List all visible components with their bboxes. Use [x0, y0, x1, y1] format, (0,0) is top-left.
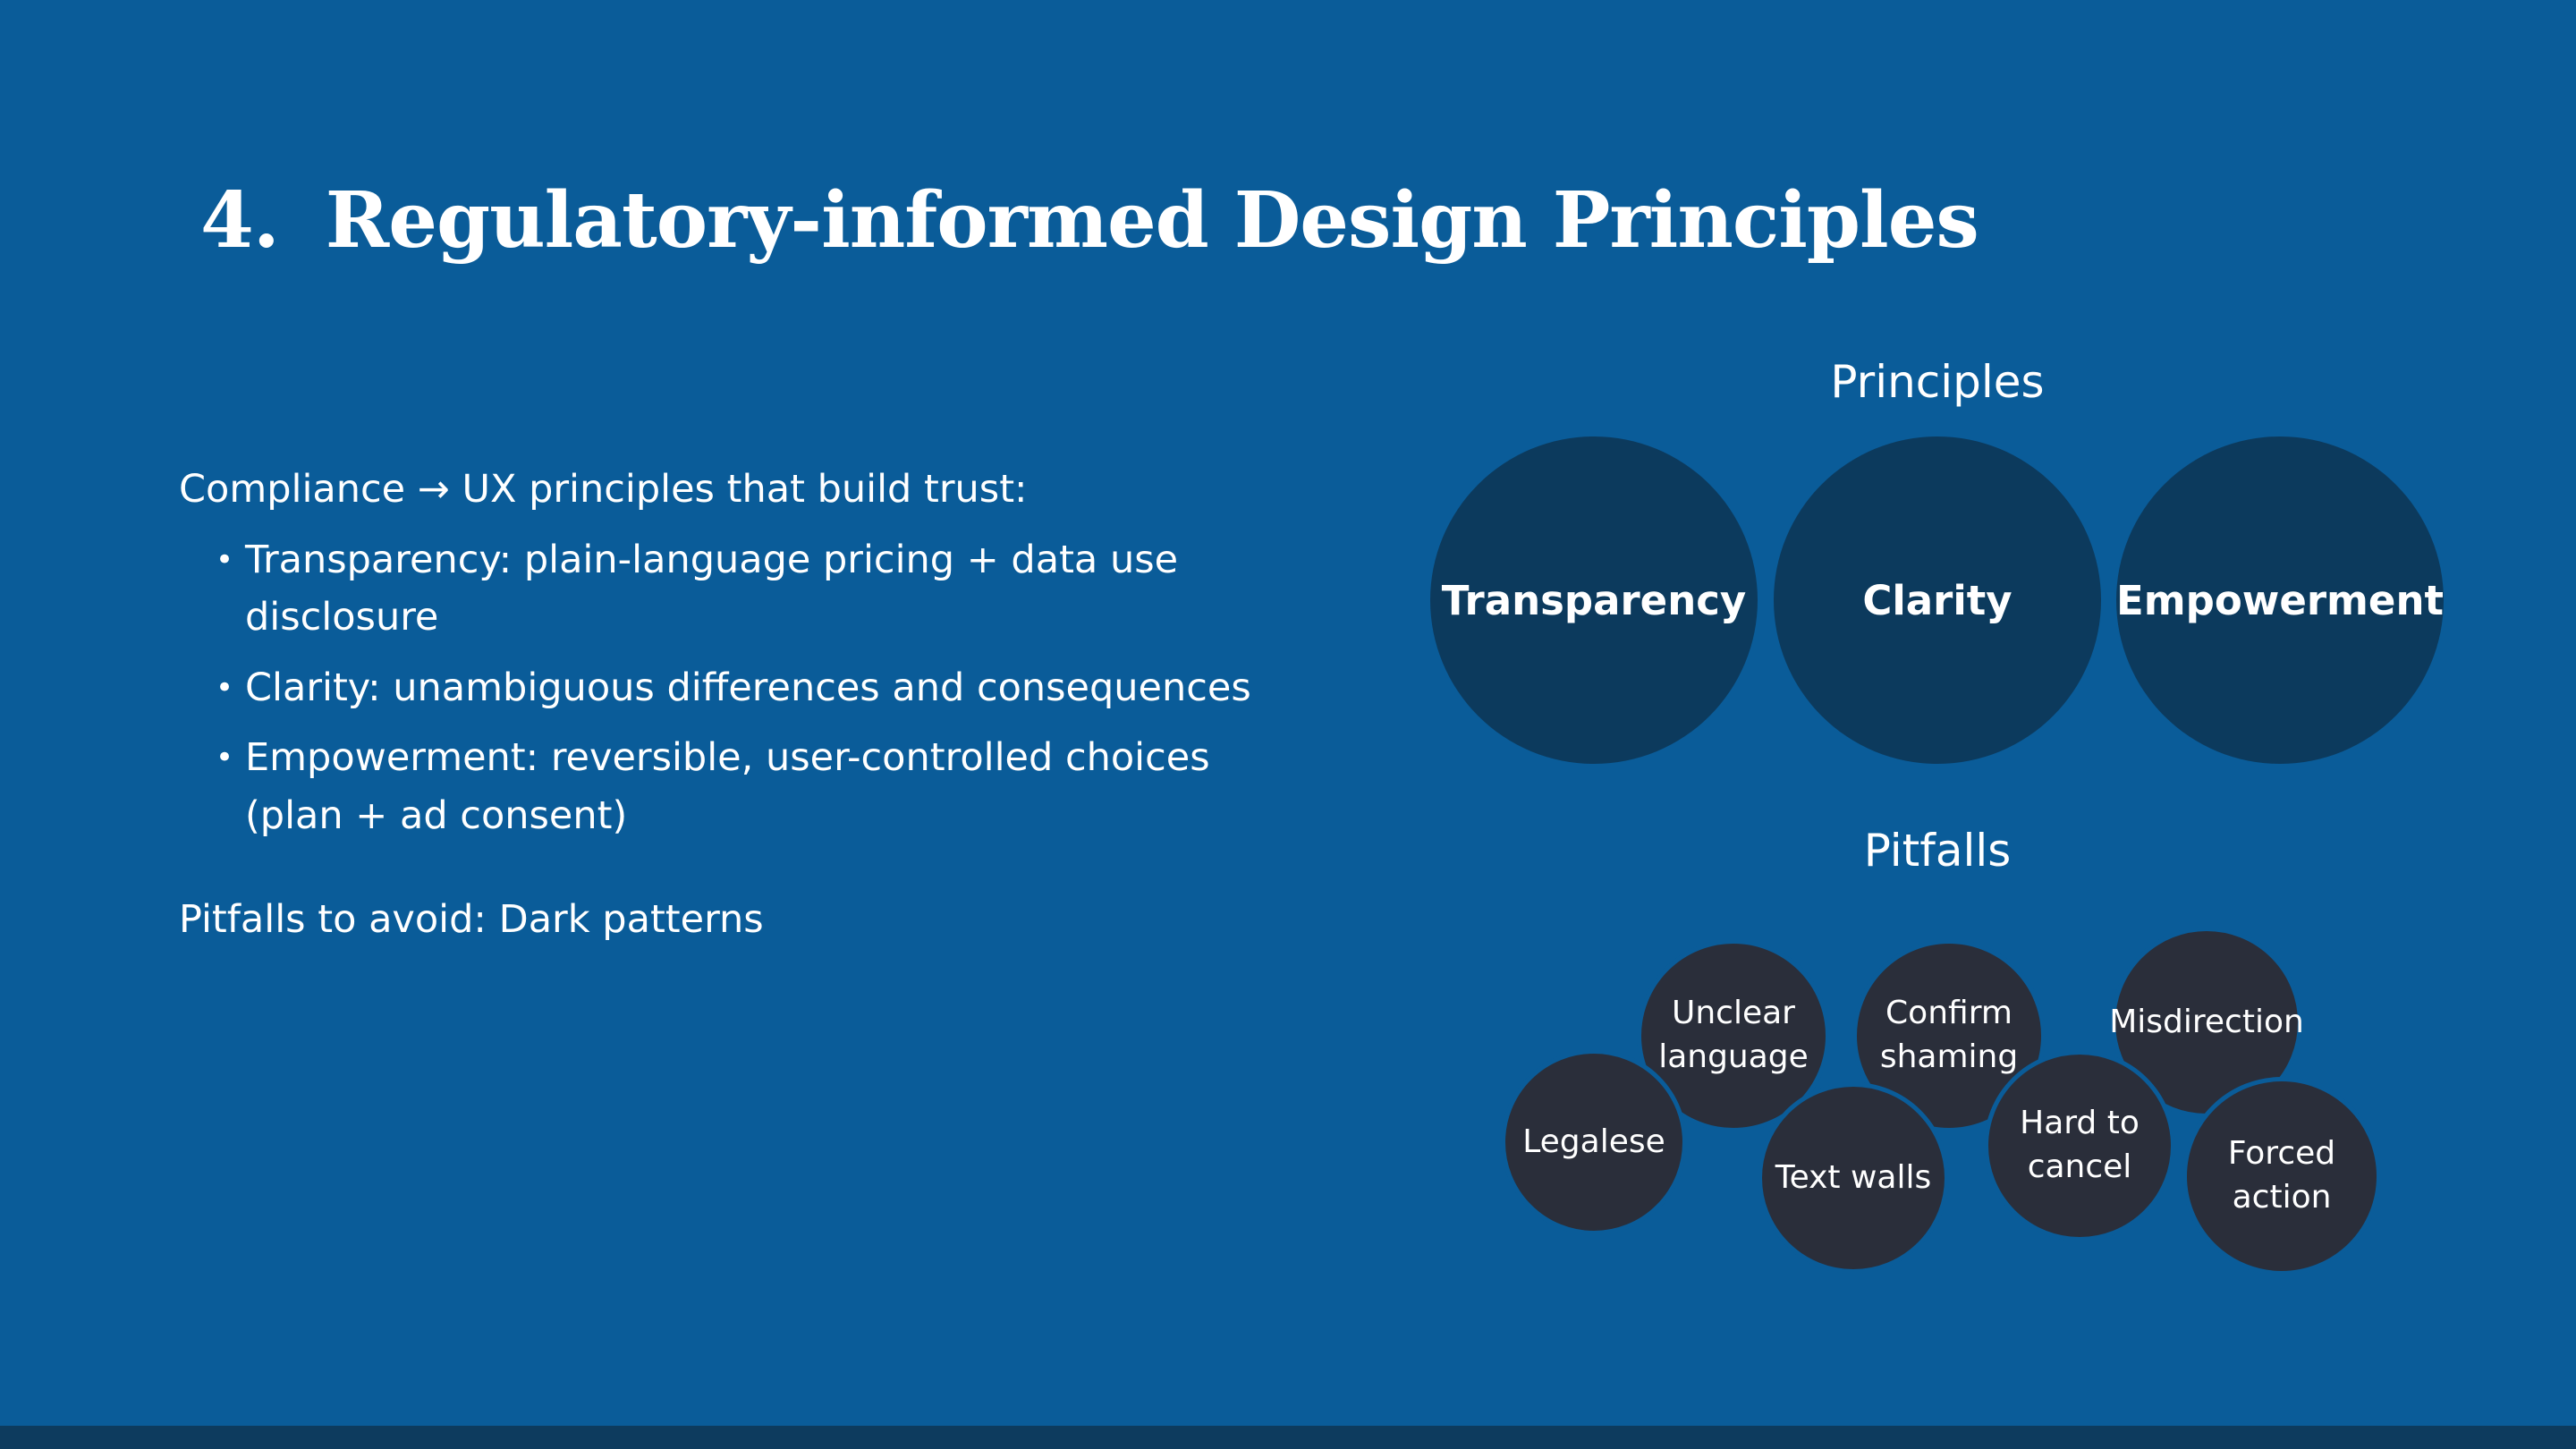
pitfall-circle-hard-to-cancel: Hard to cancel	[1984, 1050, 2175, 1241]
principles-heading: Principles	[1830, 356, 2045, 408]
pitfalls-heading: Pitfalls	[1863, 825, 2012, 877]
bullet-item-clarity: Clarity: unambiguous differences and con…	[179, 659, 1306, 717]
principle-circle-clarity: Clarity	[1774, 436, 2101, 764]
bullet-list: Transparency: plain-language pricing + d…	[179, 531, 1306, 845]
pitfall-label: Legalese	[1522, 1123, 1665, 1160]
pitfall-label: Text walls	[1775, 1158, 1932, 1196]
bullet-marker	[204, 531, 245, 589]
bullet-marker	[204, 659, 245, 716]
pitfall-circle-forced-action: Forced action	[2182, 1077, 2381, 1275]
slide-title: Regulatory-informed Design Principles	[325, 175, 1979, 266]
pitfall-label: Confirm shaming	[1879, 995, 2019, 1075]
pitfall-circle-text-walls: Text walls	[1758, 1082, 1949, 1274]
pitfall-circle-legalese: Legalese	[1501, 1049, 1687, 1235]
principle-label: Empowerment	[2116, 576, 2444, 624]
body-text-block: Compliance → UX principles that build tr…	[179, 461, 1306, 949]
bullet-text: Empowerment: reversible, user-controlled…	[245, 735, 1210, 838]
principle-label: Clarity	[1862, 576, 2012, 624]
principle-circle-transparency: Transparency	[1430, 436, 1758, 764]
bottom-accent-bar	[0, 1426, 2576, 1449]
slide-number: 4.	[200, 175, 280, 266]
bullet-text: Clarity: unambiguous differences and con…	[245, 665, 1251, 710]
intro-line: Compliance → UX principles that build tr…	[179, 467, 1028, 512]
pitfall-label: Misdirection	[2109, 1003, 2304, 1040]
bullet-item-transparency: Transparency: plain-language pricing + d…	[179, 531, 1306, 647]
bullet-marker	[204, 729, 245, 786]
bullet-item-empowerment: Empowerment: reversible, user-controlled…	[179, 729, 1306, 844]
principle-label: Transparency	[1441, 576, 1747, 624]
pitfalls-summary-line: Pitfalls to avoid: Dark patterns	[179, 897, 764, 942]
bullet-text: Transparency: plain-language pricing + d…	[245, 537, 1179, 640]
principle-circle-empowerment: Empowerment	[2116, 436, 2444, 764]
pitfall-label: Hard to cancel	[2020, 1105, 2140, 1185]
pitfall-label: Unclear language	[1658, 995, 1809, 1075]
slide-title-block: 4. Regulatory-informed Design Principles	[200, 175, 1979, 266]
pitfall-label: Forced action	[2227, 1135, 2336, 1216]
